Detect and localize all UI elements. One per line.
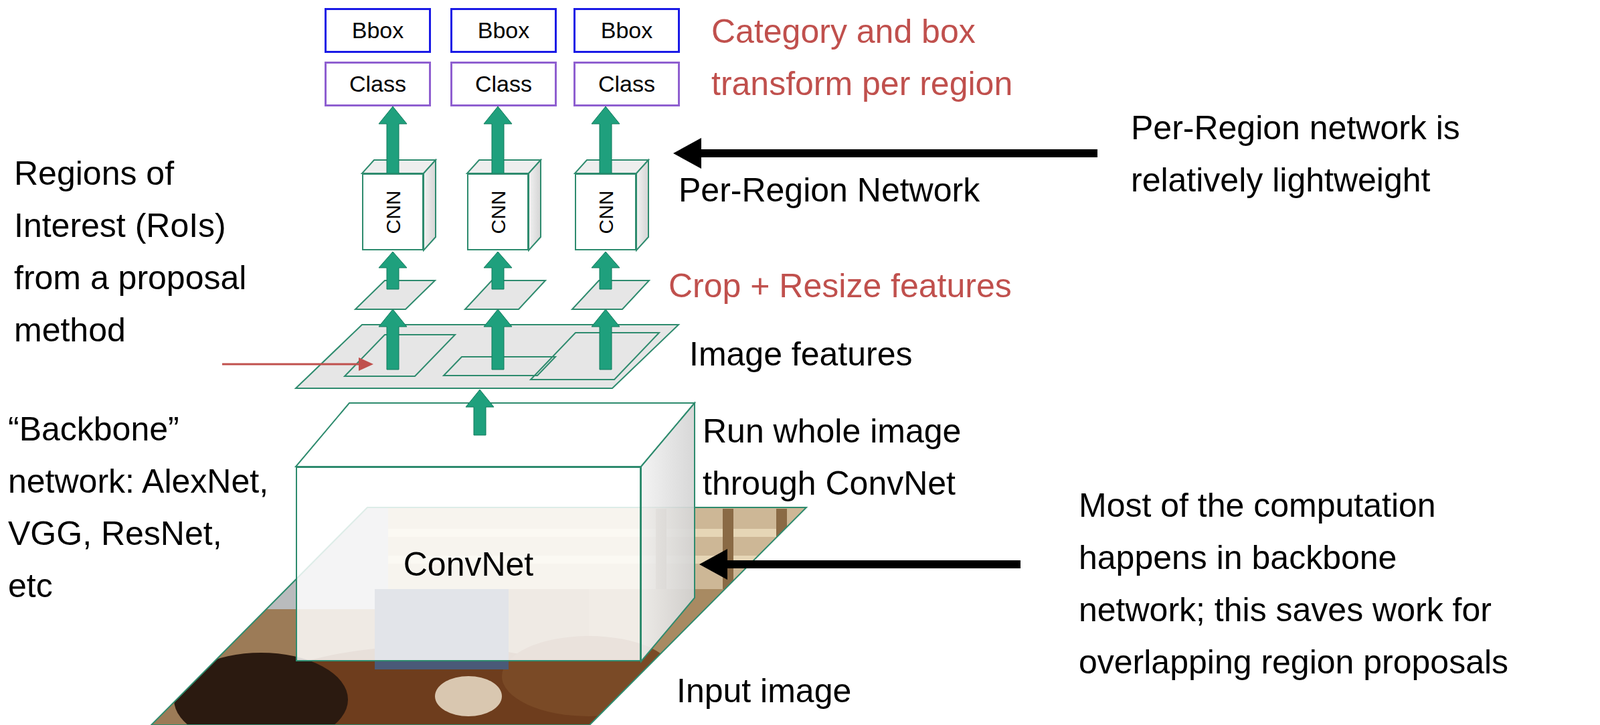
- block-arrow: [483, 106, 512, 174]
- bbox-box: Bbox: [573, 8, 680, 53]
- stage-label: Image features: [689, 327, 913, 381]
- node-text: CNN: [486, 190, 510, 234]
- node-text: Bbox: [600, 17, 654, 44]
- crop-feature: [465, 280, 546, 310]
- cube-side: [528, 159, 541, 251]
- node-text: Class: [598, 70, 656, 98]
- stage-label: Per-Region Network: [678, 163, 980, 217]
- convnet-top-face: [295, 402, 695, 467]
- stage-label: Input image: [676, 664, 852, 717]
- cnn-cube: CNN: [574, 173, 637, 251]
- node-text: Class: [475, 70, 532, 98]
- green-arrow: [483, 251, 512, 290]
- cnn-cube: CNN: [467, 173, 529, 251]
- green-arrow: [591, 309, 620, 370]
- pointer-head: [358, 357, 374, 371]
- roi-note: Regions of Interest (RoIs) from a propos…: [14, 147, 262, 357]
- roi-box: [530, 332, 660, 380]
- bbox-box: Bbox: [324, 8, 431, 53]
- green-arrow: [591, 251, 620, 290]
- pointer-line: [222, 363, 362, 366]
- backbone-note: “Backbone” network: AlexNet, VGG, ResNet…: [8, 402, 276, 612]
- feature-map: [295, 324, 679, 389]
- block-arrow: [378, 106, 407, 174]
- stage-label: Run whole image through ConvNet: [702, 404, 984, 510]
- node-text: ConvNet: [403, 544, 535, 584]
- cube-side: [636, 159, 649, 251]
- output-note: Category and box transform per region: [711, 5, 1033, 110]
- convnet-side-face: [641, 402, 695, 662]
- node-text: Bbox: [477, 17, 530, 44]
- node-text: Class: [349, 70, 407, 98]
- class-box: Class: [450, 61, 557, 107]
- class-box: Class: [324, 61, 431, 107]
- callout-note: Per-Region network is relatively lightwe…: [1130, 101, 1479, 207]
- callout-arrowhead: [699, 548, 728, 580]
- callout-arrow: [695, 149, 1098, 158]
- bbox-box: Bbox: [450, 8, 557, 53]
- green-arrow: [378, 251, 407, 290]
- stage-label: Crop + Resize features: [668, 259, 1012, 312]
- cnn-cube: CNN: [362, 173, 424, 251]
- cube-side: [423, 159, 436, 251]
- node-text: CNN: [594, 190, 617, 234]
- callout-arrowhead: [673, 137, 702, 169]
- node-text: CNN: [381, 190, 405, 234]
- node-text: Bbox: [351, 17, 405, 44]
- green-arrow: [378, 309, 407, 370]
- roi-box: [344, 334, 456, 377]
- block-arrow: [591, 106, 620, 174]
- class-box: Class: [573, 61, 680, 107]
- green-arrow: [465, 389, 494, 435]
- callout-note: Most of the computation happens in backb…: [1078, 479, 1521, 688]
- backbone-box: ConvNet: [295, 466, 642, 662]
- green-arrow: [483, 309, 512, 370]
- callout-arrow: [722, 560, 1021, 569]
